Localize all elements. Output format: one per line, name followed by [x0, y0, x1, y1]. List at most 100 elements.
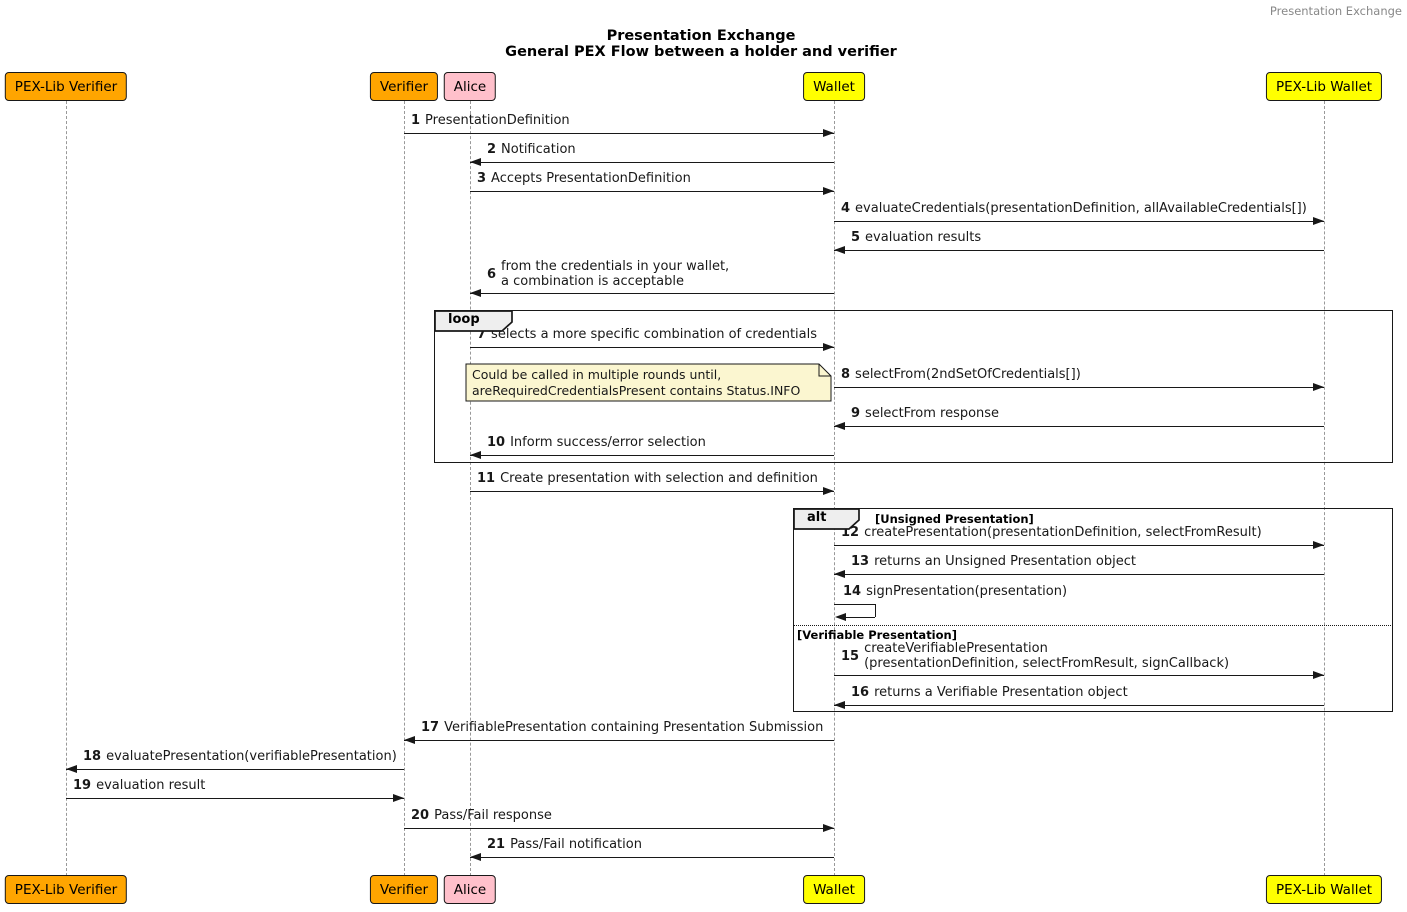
message-number: 10	[487, 435, 506, 450]
lifeline	[470, 101, 471, 876]
message-text: PresentationDefinition	[425, 113, 570, 128]
message-line	[470, 491, 834, 492]
message-line	[404, 828, 834, 829]
message-number: 17	[421, 720, 440, 735]
message-arrowhead	[470, 853, 481, 861]
message-line	[834, 221, 1324, 222]
message-number: 4	[841, 201, 851, 216]
self-message-line-bottom	[844, 617, 875, 618]
message-arrowhead	[404, 736, 415, 744]
message-label: 3 Accepts PresentationDefinition	[477, 171, 691, 186]
message-line	[404, 740, 834, 741]
message-text: evaluatePresentation(verifiablePresentat…	[106, 749, 397, 764]
participant-box-top: Alice	[443, 72, 497, 101]
message-text: createVerifiablePresentation(presentatio…	[864, 641, 1230, 671]
participant-box-top: PEX-Lib Wallet	[1265, 72, 1383, 101]
message-arrowhead	[823, 129, 834, 137]
frame-divider-label: [Verifiable Presentation]	[797, 628, 957, 642]
participant-box-bottom: Wallet	[803, 875, 865, 904]
message-arrowhead	[1313, 671, 1324, 679]
message-line	[834, 387, 1324, 388]
message-label: 14 signPresentation(presentation)	[843, 584, 1067, 599]
message-label: 4 evaluateCredentials(presentationDefinit…	[841, 201, 1307, 216]
message-text: evaluation result	[96, 778, 206, 793]
participant-box-bottom: PEX-Lib Wallet	[1265, 875, 1383, 904]
message-line	[470, 191, 834, 192]
message-text: selects a more specific combination of c…	[491, 327, 818, 342]
message-arrowhead	[834, 570, 845, 578]
lifeline	[1324, 101, 1325, 876]
message-text: evaluateCredentials(presentationDefiniti…	[855, 201, 1307, 216]
message-line	[470, 455, 834, 456]
message-text: selectFrom response	[865, 406, 1000, 421]
frame-operator-label: loop	[448, 312, 480, 327]
self-message-line-right	[875, 604, 876, 617]
note-shape	[465, 363, 832, 402]
message-number: 9	[851, 406, 861, 421]
message-number: 20	[411, 808, 430, 823]
message-line	[834, 705, 1324, 706]
message-number: 15	[841, 648, 860, 664]
message-arrowhead	[470, 451, 481, 459]
diagram-title-line1: Presentation Exchange	[606, 28, 796, 44]
message-line	[470, 857, 834, 858]
message-text: evaluation results	[865, 230, 982, 245]
message-text: Inform success/error selection	[510, 435, 706, 450]
message-label: 2 Notification	[487, 142, 576, 157]
message-arrowhead	[1313, 541, 1324, 549]
participant-box-top: Verifier	[369, 72, 439, 101]
message-line	[470, 293, 834, 294]
self-message-arrowhead	[835, 613, 846, 621]
message-text: createPresentation(presentationDefinitio…	[864, 525, 1262, 540]
frame-header-shape	[793, 508, 860, 530]
participant-box-bottom: Alice	[443, 875, 497, 904]
message-text: selectFrom(2ndSetOfCredentials[])	[855, 367, 1081, 382]
message-number: 19	[73, 778, 92, 793]
message-number: 11	[477, 471, 496, 486]
message-label: 19 evaluation result	[73, 778, 205, 793]
frame-loop	[434, 310, 1393, 463]
diagram-watermark: Presentation Exchange	[1269, 4, 1402, 18]
message-text: Notification	[501, 142, 576, 157]
message-text: signPresentation(presentation)	[866, 584, 1068, 599]
message-label: 9 selectFrom response	[851, 406, 999, 421]
frame-operator-label: alt	[807, 510, 827, 525]
message-line	[66, 798, 404, 799]
diagram-title: Presentation Exchange General PEX Flow b…	[505, 28, 897, 60]
message-number: 16	[851, 685, 870, 700]
message-number: 2	[487, 142, 497, 157]
message-text: returns a Verifiable Presentation object	[874, 685, 1128, 700]
message-arrowhead	[393, 794, 404, 802]
message-text: Pass/Fail response	[434, 808, 552, 823]
participant-box-bottom: Verifier	[369, 875, 439, 904]
self-message-line-top	[834, 604, 875, 605]
message-label: 20 Pass/Fail response	[411, 808, 552, 823]
diagram-title-line2: General PEX Flow between a holder and ve…	[505, 44, 897, 60]
message-arrowhead	[834, 422, 845, 430]
lifeline	[834, 101, 835, 876]
message-line	[66, 769, 404, 770]
message-label: 10 Inform success/error selection	[487, 435, 706, 450]
message-number: 14	[843, 584, 862, 599]
message-text: Accepts PresentationDefinition	[491, 171, 691, 186]
participant-box-bottom: PEX-Lib Verifier	[4, 875, 128, 904]
message-number: 13	[851, 554, 870, 569]
message-arrowhead	[823, 187, 834, 195]
message-line	[834, 250, 1324, 251]
message-line	[470, 162, 834, 163]
message-number: 8	[841, 367, 851, 382]
message-arrowhead	[834, 701, 845, 709]
message-number: 5	[851, 230, 861, 245]
frame-divider	[793, 625, 1393, 626]
message-number: 3	[477, 171, 487, 186]
lifeline	[404, 101, 405, 876]
message-arrowhead	[1313, 217, 1324, 225]
message-label: 16 returns a Verifiable Presentation obje…	[851, 685, 1128, 700]
message-arrowhead	[66, 765, 77, 773]
